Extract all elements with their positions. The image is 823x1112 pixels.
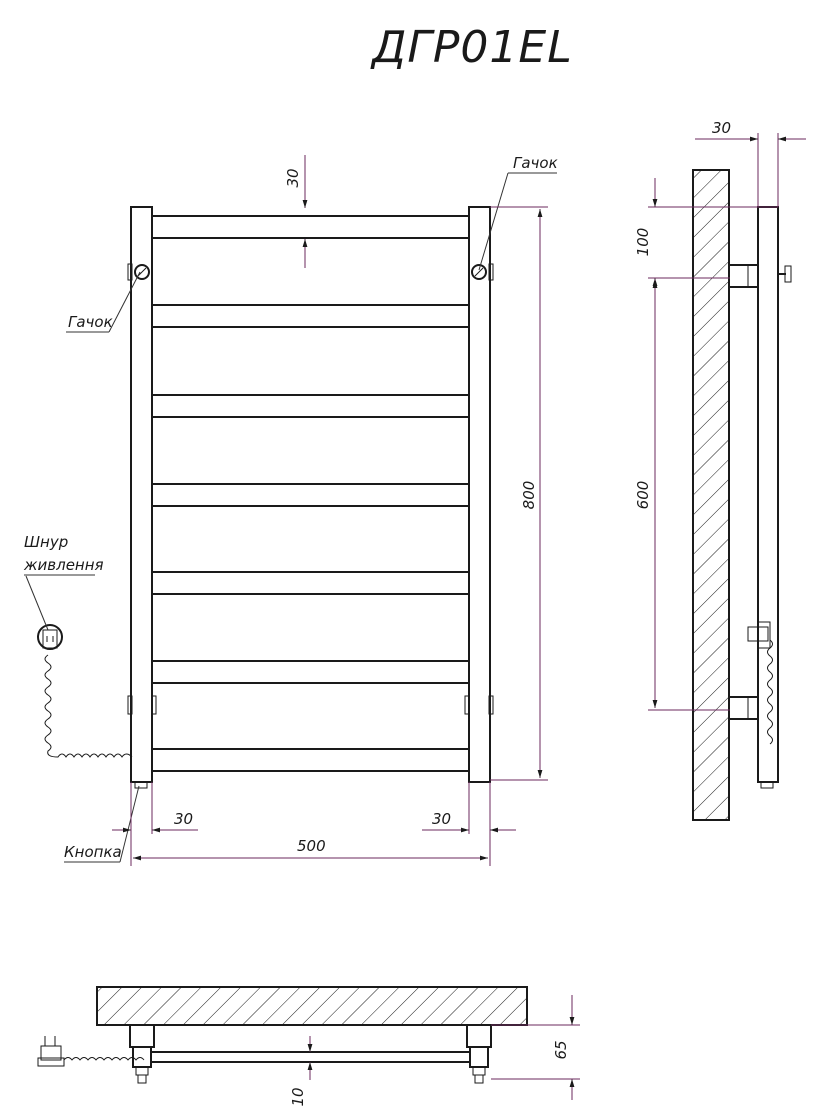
dim-front-top-gap: 30 xyxy=(284,168,302,187)
label-power-cord-1: Шнур xyxy=(24,533,68,551)
side-view: 30 100 600 xyxy=(634,119,806,821)
dim-side-offset: 30 xyxy=(712,119,731,137)
front-view: Гачок Гачок Шнур живлення Кнопка 30 800 … xyxy=(23,154,558,866)
rail-3 xyxy=(151,394,470,418)
label-hook-right: Гачок xyxy=(513,154,558,172)
wall-top xyxy=(96,986,528,1026)
rail-6 xyxy=(151,660,470,684)
right-post xyxy=(468,206,491,783)
rail-5 xyxy=(151,571,470,595)
rail-7 xyxy=(151,748,470,772)
power-plug-icon xyxy=(37,624,63,650)
label-power-cord-2: живлення xyxy=(23,556,104,574)
top-view: 65 10 xyxy=(37,986,580,1107)
dim-side-top: 100 xyxy=(634,228,652,257)
power-cord xyxy=(44,654,133,758)
button-icon xyxy=(134,781,148,789)
rail-4 xyxy=(151,483,470,507)
drawing-title: ДГР01EL xyxy=(370,22,573,73)
dim-front-height: 800 xyxy=(520,481,538,510)
rail-2 xyxy=(151,304,470,328)
dim-side-mount: 600 xyxy=(634,481,652,510)
label-button: Кнопка xyxy=(64,843,122,861)
dim-front-width: 500 xyxy=(297,837,326,855)
dim-front-side-right: 30 xyxy=(432,810,451,828)
side-post xyxy=(757,206,779,783)
dim-top-rail: 10 xyxy=(289,1087,307,1106)
dim-top-depth: 65 xyxy=(552,1040,570,1059)
wall-side xyxy=(692,169,730,821)
dim-front-side-left: 30 xyxy=(174,810,193,828)
label-hook-left: Гачок xyxy=(68,313,113,331)
rail-1 xyxy=(151,215,470,239)
left-post xyxy=(130,206,153,783)
